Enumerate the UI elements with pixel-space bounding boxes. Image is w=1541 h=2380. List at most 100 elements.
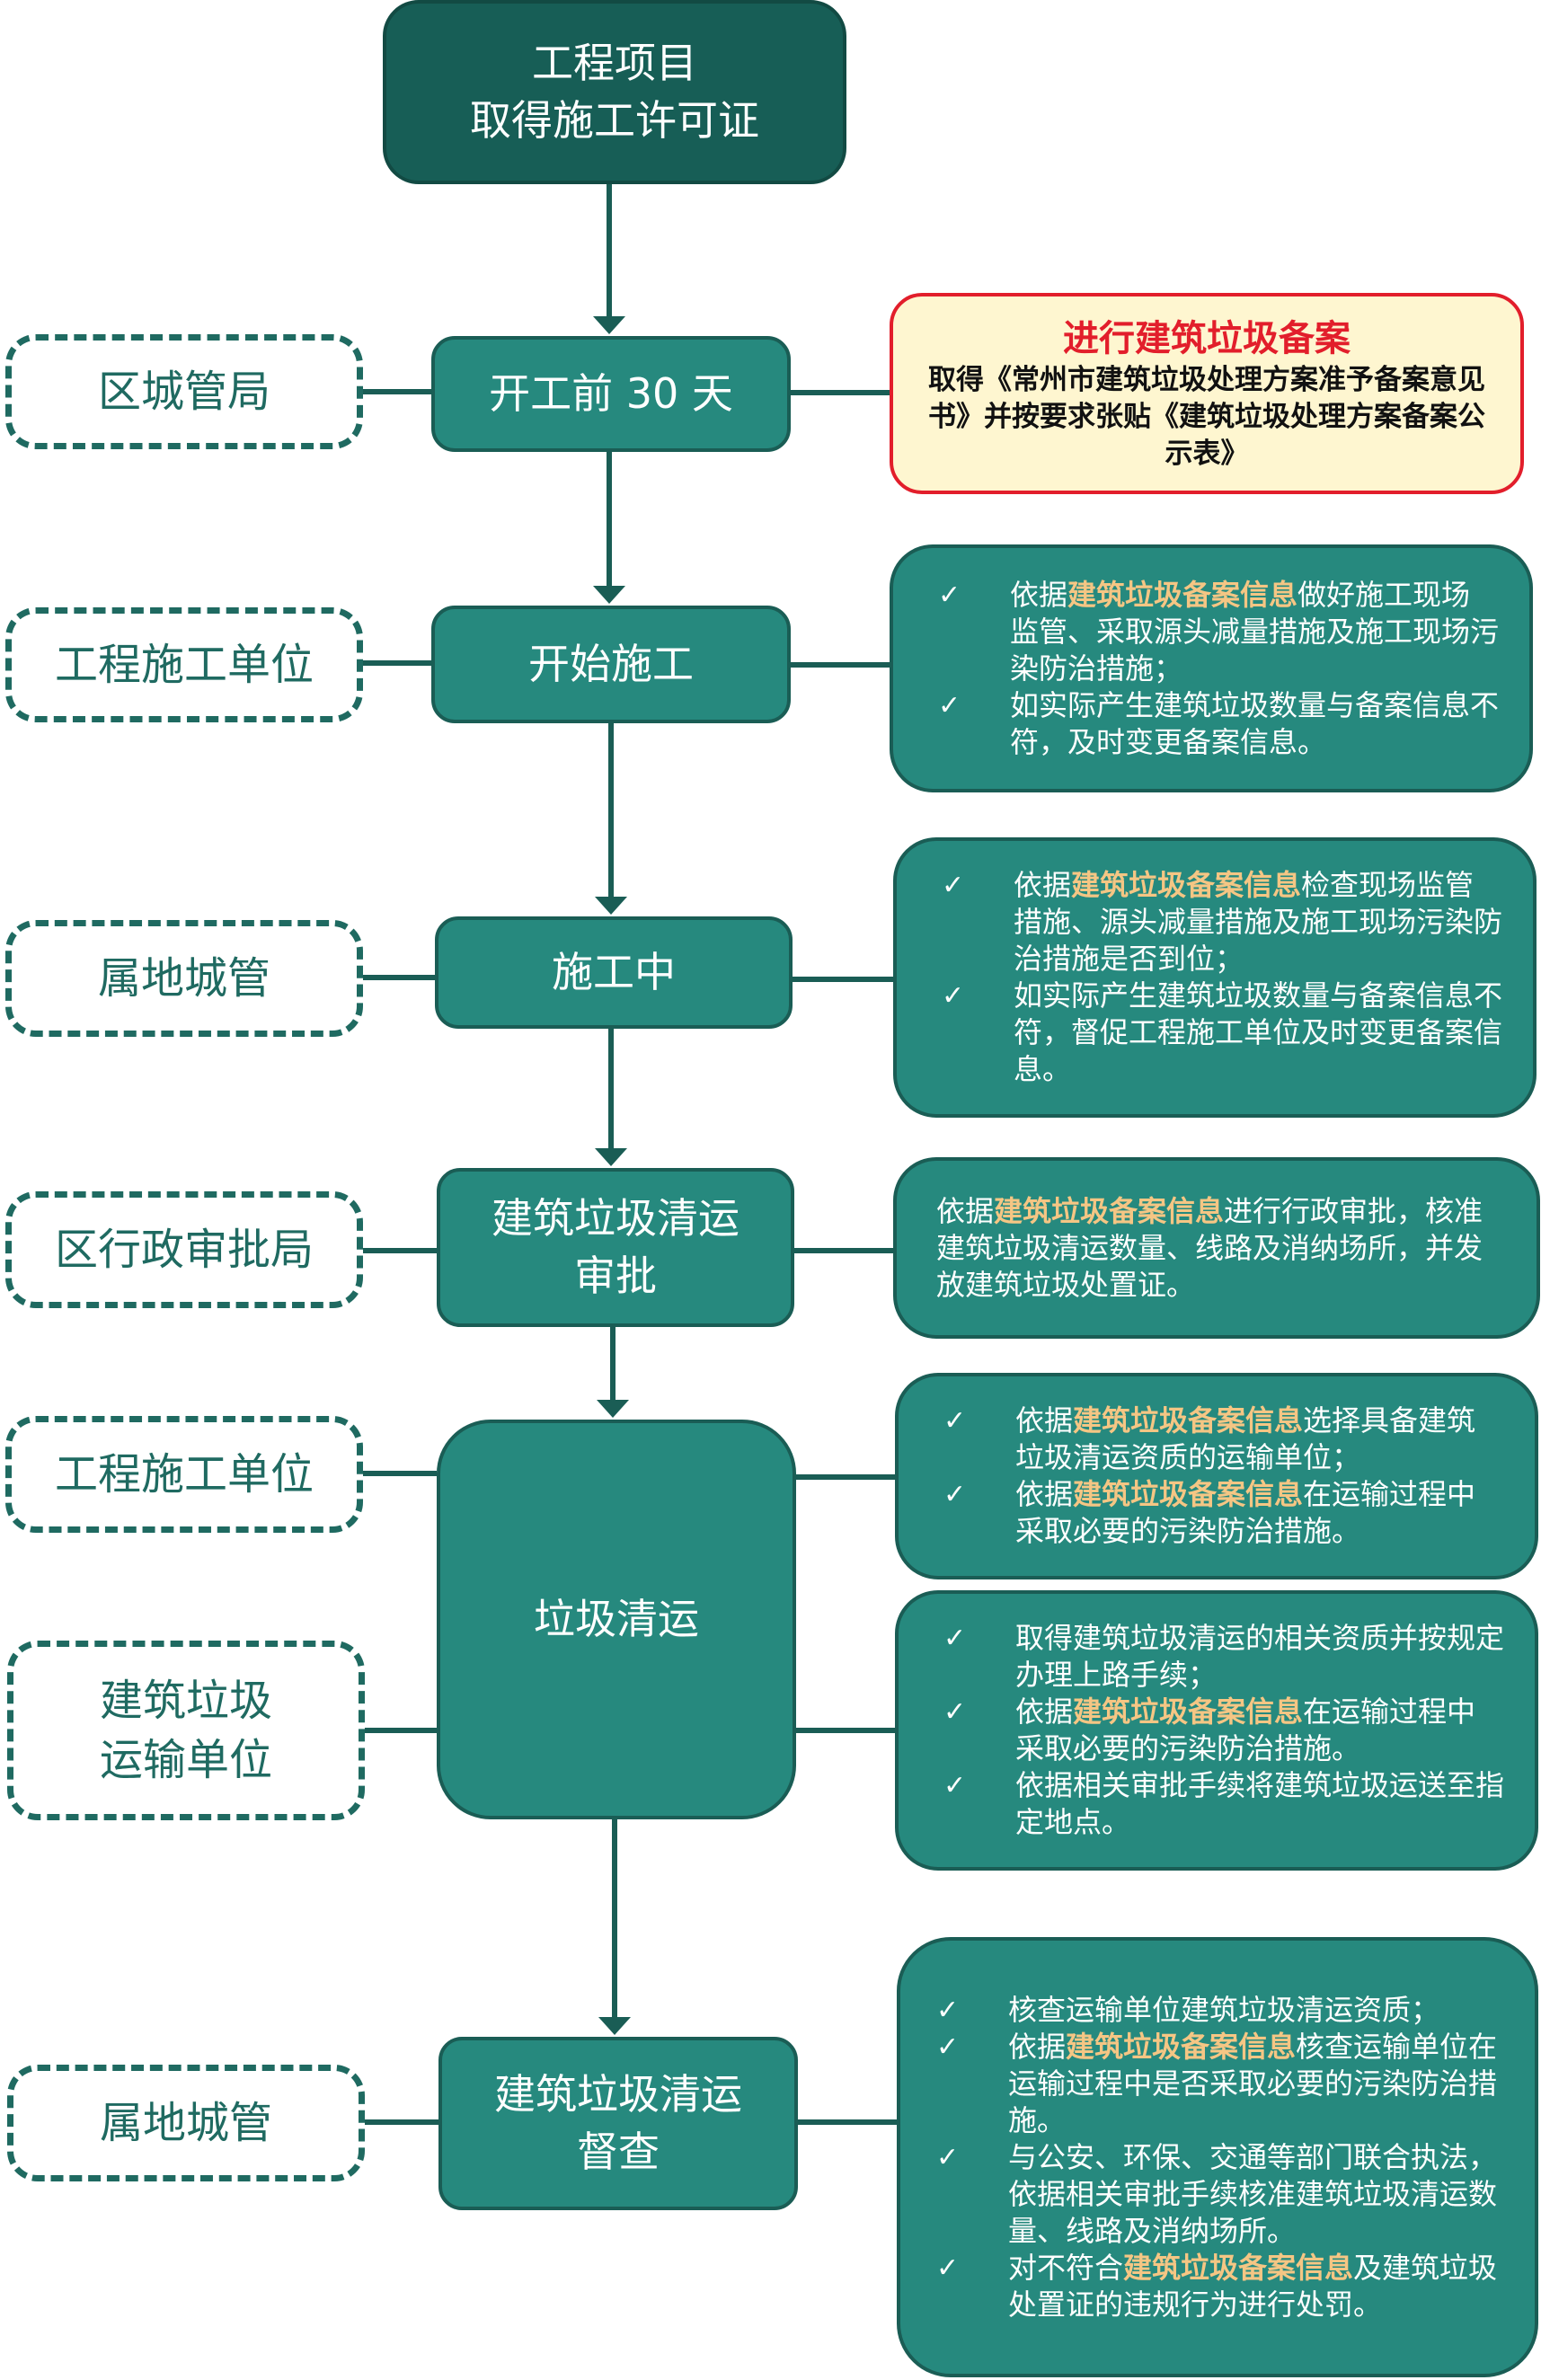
highlight-term: 建筑垃圾备案信息: [1073, 1403, 1304, 1438]
check-icon: ✓: [938, 579, 961, 611]
checklist-item: ✓ 取得建筑垃圾清运的相关资质并按规定办理上路手续；: [943, 1620, 1504, 1694]
actor-label: 区行政审批局: [54, 1224, 314, 1275]
item-text-part: 做好施工现场监管、采取源头减量措施及施工现场污染防治措施；: [1010, 577, 1500, 686]
item-text-part: 如实际产生建筑垃圾数量与备案信息不符，督促工程施工单位及时变更备案信息。: [1014, 978, 1503, 1086]
checklist-item-text: 依据建筑垃圾备案信息进行行政审批，核准建筑垃圾清运数量、线路及消纳场所，并发放建…: [936, 1193, 1510, 1304]
step-before-start-label: 开工前 30 天: [489, 368, 733, 418]
flow-arrowhead-6: [598, 2017, 631, 2035]
filing-notice-body: 取得《常州市建筑垃圾处理方案准予备案意见书》并按要求张贴《建筑垃圾处理方案备案公…: [928, 363, 1485, 470]
item-text-part: 依据: [1010, 577, 1068, 612]
panel-in-construction: ✓ 依据建筑垃圾备案信息检查现场监管措施、源头减量措施及施工现场污染防治措施是否到…: [893, 837, 1537, 1118]
item-text-part: 取得建筑垃圾清运的相关资质并按规定办理上路手续；: [1015, 1621, 1505, 1692]
checklist-item: ✓ 依据建筑垃圾备案信息选择具备建筑垃圾清运资质的运输单位；: [943, 1402, 1504, 1476]
item-text-part: 依据: [1015, 1694, 1074, 1729]
actor-local-urban-management-2: 属地城管: [7, 2065, 365, 2181]
start-node-label: 工程项目 取得施工许可证: [470, 39, 759, 145]
checklist-item-text: 核查运输单位建筑垃圾清运资质；: [1008, 1992, 1504, 2029]
flow-arrowhead-5: [597, 1400, 629, 1418]
check-icon: ✓: [942, 980, 965, 1012]
highlight-term: 建筑垃圾备案信息: [1073, 1477, 1304, 1511]
highlight-term: 建筑垃圾备案信息: [1067, 577, 1298, 612]
checklist-item-text: 如实际产生建筑垃圾数量与备案信息不符，及时变更备案信息。: [1010, 687, 1499, 761]
check-icon: ✓: [943, 1405, 967, 1437]
flow-arrowhead-1: [593, 316, 625, 334]
item-text-part: 核查运输单位建筑垃圾清运资质；: [1008, 1992, 1440, 2027]
step-clearance-approval-label: 建筑垃圾清运 审批: [492, 1194, 740, 1300]
actor-label: 建筑垃圾 运输单位: [99, 1675, 272, 1785]
checklist-item: ✓ 依据建筑垃圾备案信息做好施工现场监管、采取源头减量措施及施工现场污染防治措施；: [938, 577, 1499, 687]
highlight-term: 建筑垃圾备案信息: [1073, 1694, 1304, 1729]
actor-local-urban-management: 属地城管: [5, 920, 363, 1037]
check-icon: ✓: [936, 2031, 960, 2063]
step-clearance-inspection-label: 建筑垃圾清运 督查: [494, 2070, 742, 2176]
checklist-item: ✓ 依据建筑垃圾备案信息核查运输单位在运输过程中是否采取必要的污染防治措施。: [936, 2029, 1504, 2139]
checklist-item: ✓对不符合建筑垃圾备案信息及建筑垃圾处置证的违规行为进行处罚。: [936, 2250, 1504, 2323]
checklist-item-text: 取得建筑垃圾清运的相关资质并按规定办理上路手续；: [1015, 1620, 1504, 1694]
check-icon: ✓: [943, 1770, 967, 1801]
item-text-part: 检查现场监管措施、源头减量措施及施工现场污染防治措施是否到位；: [1014, 868, 1503, 976]
checklist-item: 依据建筑垃圾备案信息进行行政审批，核准建筑垃圾清运数量、线路及消纳场所，并发放建…: [936, 1193, 1510, 1304]
check-icon: ✓: [938, 689, 961, 721]
step-construction-start-label: 开始施工: [528, 639, 694, 688]
panel-clearance-approval: 依据建筑垃圾备案信息进行行政审批，核准建筑垃圾清运数量、线路及消纳场所，并发放建…: [893, 1157, 1540, 1339]
step-before-start: 开工前 30 天: [431, 336, 791, 452]
item-text-part: 在运输过程中采取必要的污染防治措施。: [1015, 1477, 1476, 1548]
item-text-part: 进行行政审批，核准建筑垃圾清运数量、线路及消纳场所，并发放建筑垃圾处置证。: [936, 1193, 1483, 1302]
highlight-term: 建筑垃圾备案信息: [1066, 2029, 1297, 2064]
actor-label: 区城管局: [97, 366, 270, 417]
flow-arrowhead-4: [595, 1148, 627, 1166]
step-garbage-clearance: 垃圾清运: [437, 1420, 796, 1819]
item-text-part: 依据: [1015, 1477, 1074, 1511]
step-in-construction: 施工中: [435, 916, 793, 1029]
step-in-construction-label: 施工中: [552, 947, 676, 996]
check-icon: ✓: [943, 1696, 967, 1728]
check-icon: ✓: [936, 2252, 960, 2284]
checklist-item-text: 依据建筑垃圾备案信息选择具备建筑垃圾清运资质的运输单位；: [1015, 1402, 1504, 1476]
item-text-part: 依据相关审批手续将建筑垃圾运送至指定地点。: [1015, 1768, 1505, 1839]
actor-construction-unit: 工程施工单位: [5, 607, 363, 722]
actor-district-urban-bureau: 区城管局: [5, 334, 363, 449]
step-garbage-clearance-label: 垃圾清运: [534, 1594, 699, 1643]
actor-label: 工程施工单位: [54, 639, 314, 690]
item-text-part: 依据: [1015, 1403, 1074, 1438]
item-text-part: 如实际产生建筑垃圾数量与备案信息不符，及时变更备案信息。: [1010, 687, 1500, 759]
actor-label: 属地城管: [99, 2097, 272, 2148]
flow-arrowhead-3: [595, 897, 627, 915]
item-text-part: 依据: [1008, 2029, 1067, 2064]
check-icon: ✓: [943, 1479, 967, 1510]
checklist-item-text: 依据建筑垃圾备案信息检查现场监管措施、源头减量措施及施工现场污染防治措施是否到位…: [1014, 867, 1502, 978]
actor-label: 工程施工单位: [54, 1448, 314, 1500]
highlight-term: 建筑垃圾备案信息: [1123, 2250, 1354, 2285]
checklist-item: ✓ 依据建筑垃圾备案信息在运输过程中采取必要的污染防治措施。: [943, 1694, 1504, 1767]
panel-construction-start: ✓ 依据建筑垃圾备案信息做好施工现场监管、采取源头减量措施及施工现场污染防治措施；…: [890, 544, 1533, 792]
highlight-term: 建筑垃圾备案信息: [1071, 868, 1302, 902]
item-text-part: 选择具备建筑垃圾清运资质的运输单位；: [1015, 1403, 1476, 1474]
step-construction-start: 开始施工: [431, 606, 791, 723]
item-text-part: 在运输过程中采取必要的污染防治措施。: [1015, 1694, 1476, 1765]
item-text-part: 依据: [1014, 868, 1072, 902]
checklist-item: ✓ 依据建筑垃圾备案信息检查现场监管措施、源头减量措施及施工现场污染防治措施是否到…: [942, 867, 1502, 978]
highlight-term: 建筑垃圾备案信息: [994, 1193, 1225, 1228]
item-text-part: 与公安、环保、交通等部门联合执法，依据相关审批手续核准建筑垃圾清运数量、线路及消…: [1008, 2139, 1498, 2248]
checklist-item: ✓ 依据相关审批手续将建筑垃圾运送至指定地点。: [943, 1767, 1504, 1841]
panel-clearance-inspection: ✓核查运输单位建筑垃圾清运资质；✓依据建筑垃圾备案信息核查运输单位在运输过程中是…: [897, 1937, 1538, 2377]
check-icon: ✓: [942, 870, 965, 901]
checklist-item: ✓ 与公安、环保、交通等部门联合执法，依据相关审批手续核准建筑垃圾清运数量、线路及…: [936, 2139, 1504, 2250]
item-text-part: 核查运输单位在运输过程中是否采取必要的污染防治措施。: [1008, 2029, 1498, 2137]
actor-construction-unit-2: 工程施工单位: [5, 1416, 363, 1533]
panel-transport-unit: ✓ 取得建筑垃圾清运的相关资质并按规定办理上路手续； ✓ 依据建筑垃圾备案信息在运输过…: [895, 1590, 1538, 1871]
checklist-item-text: 依据建筑垃圾备案信息在运输过程中采取必要的污染防治措施。: [1015, 1694, 1504, 1767]
checklist-item: ✓ 如实际产生建筑垃圾数量与备案信息不符，督促工程施工单位及时变更备案信息。: [942, 978, 1502, 1088]
step-clearance-inspection: 建筑垃圾清运 督查: [438, 2037, 798, 2210]
check-icon: ✓: [936, 2141, 960, 2173]
checklist-item-text: 依据建筑垃圾备案信息在运输过程中采取必要的污染防治措施。: [1015, 1476, 1504, 1550]
item-text-part: 依据: [936, 1193, 995, 1228]
actor-transport-unit: 建筑垃圾 运输单位: [7, 1641, 365, 1820]
actor-district-approval-bureau: 区行政审批局: [5, 1191, 363, 1308]
checklist-item-text: 与公安、环保、交通等部门联合执法，依据相关审批手续核准建筑垃圾清运数量、线路及消…: [1008, 2139, 1504, 2250]
flow-arrowhead-2: [593, 586, 625, 604]
item-text-part: 对不符合: [1008, 2250, 1124, 2285]
checklist-item: ✓ 如实际产生建筑垃圾数量与备案信息不符，及时变更备案信息。: [938, 687, 1499, 761]
check-icon: ✓: [943, 1623, 967, 1654]
